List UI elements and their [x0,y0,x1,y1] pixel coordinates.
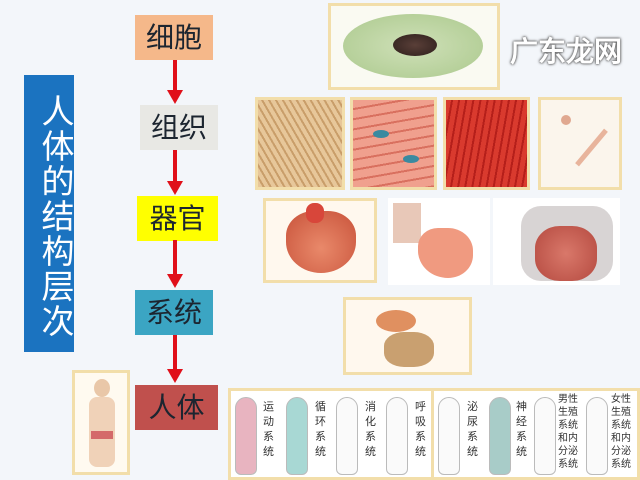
digestive-system-image [343,297,472,375]
level-human-body: 人体 [135,385,218,430]
figure-icon [586,397,608,475]
system-label: 男性生殖系统和内分泌系统 [558,394,578,470]
system-label: 运动系统 [263,400,274,458]
figure-icon [438,397,460,475]
figure-icon [386,397,408,475]
figure-icon [489,397,511,475]
cardiac-muscle-image [443,97,530,190]
level-cell: 细胞 [135,15,213,60]
epithelial-tissue-image [255,97,345,190]
level-tissue: 组织 [140,105,218,150]
arrow-down-icon [167,60,183,105]
human-body-image [72,370,130,475]
level-organ: 器官 [137,196,218,241]
figure-icon [235,397,257,475]
arrow-down-icon [167,150,183,196]
system-label: 泌尿系统 [467,400,478,458]
diagram-title: 人体的结构层次 [24,75,75,352]
cell-image [328,3,500,90]
watermark: 广东龙网 [510,35,623,68]
intestine-image [493,198,620,285]
arrow-down-icon [167,335,183,385]
system-label: 消化系统 [365,400,376,458]
figure-icon [534,397,556,475]
system-label: 循环系统 [315,400,326,458]
nerve-tissue-image [538,97,622,190]
heart-image [263,198,377,283]
muscle-tissue-image [350,97,437,190]
figure-icon [286,397,308,475]
figure-icon [336,397,358,475]
system-label: 呼吸系统 [415,400,426,458]
body-systems-strip: 运动系统 循环系统 消化系统 呼吸系统 泌尿系统 神经系统 男性生殖系统和内分泌… [228,388,640,480]
level-system: 系统 [135,290,213,335]
arrow-down-icon [167,240,183,290]
stomach-image [388,198,490,285]
system-label: 神经系统 [516,400,527,458]
system-label: 女性生殖系统和内分泌系统 [611,394,631,470]
